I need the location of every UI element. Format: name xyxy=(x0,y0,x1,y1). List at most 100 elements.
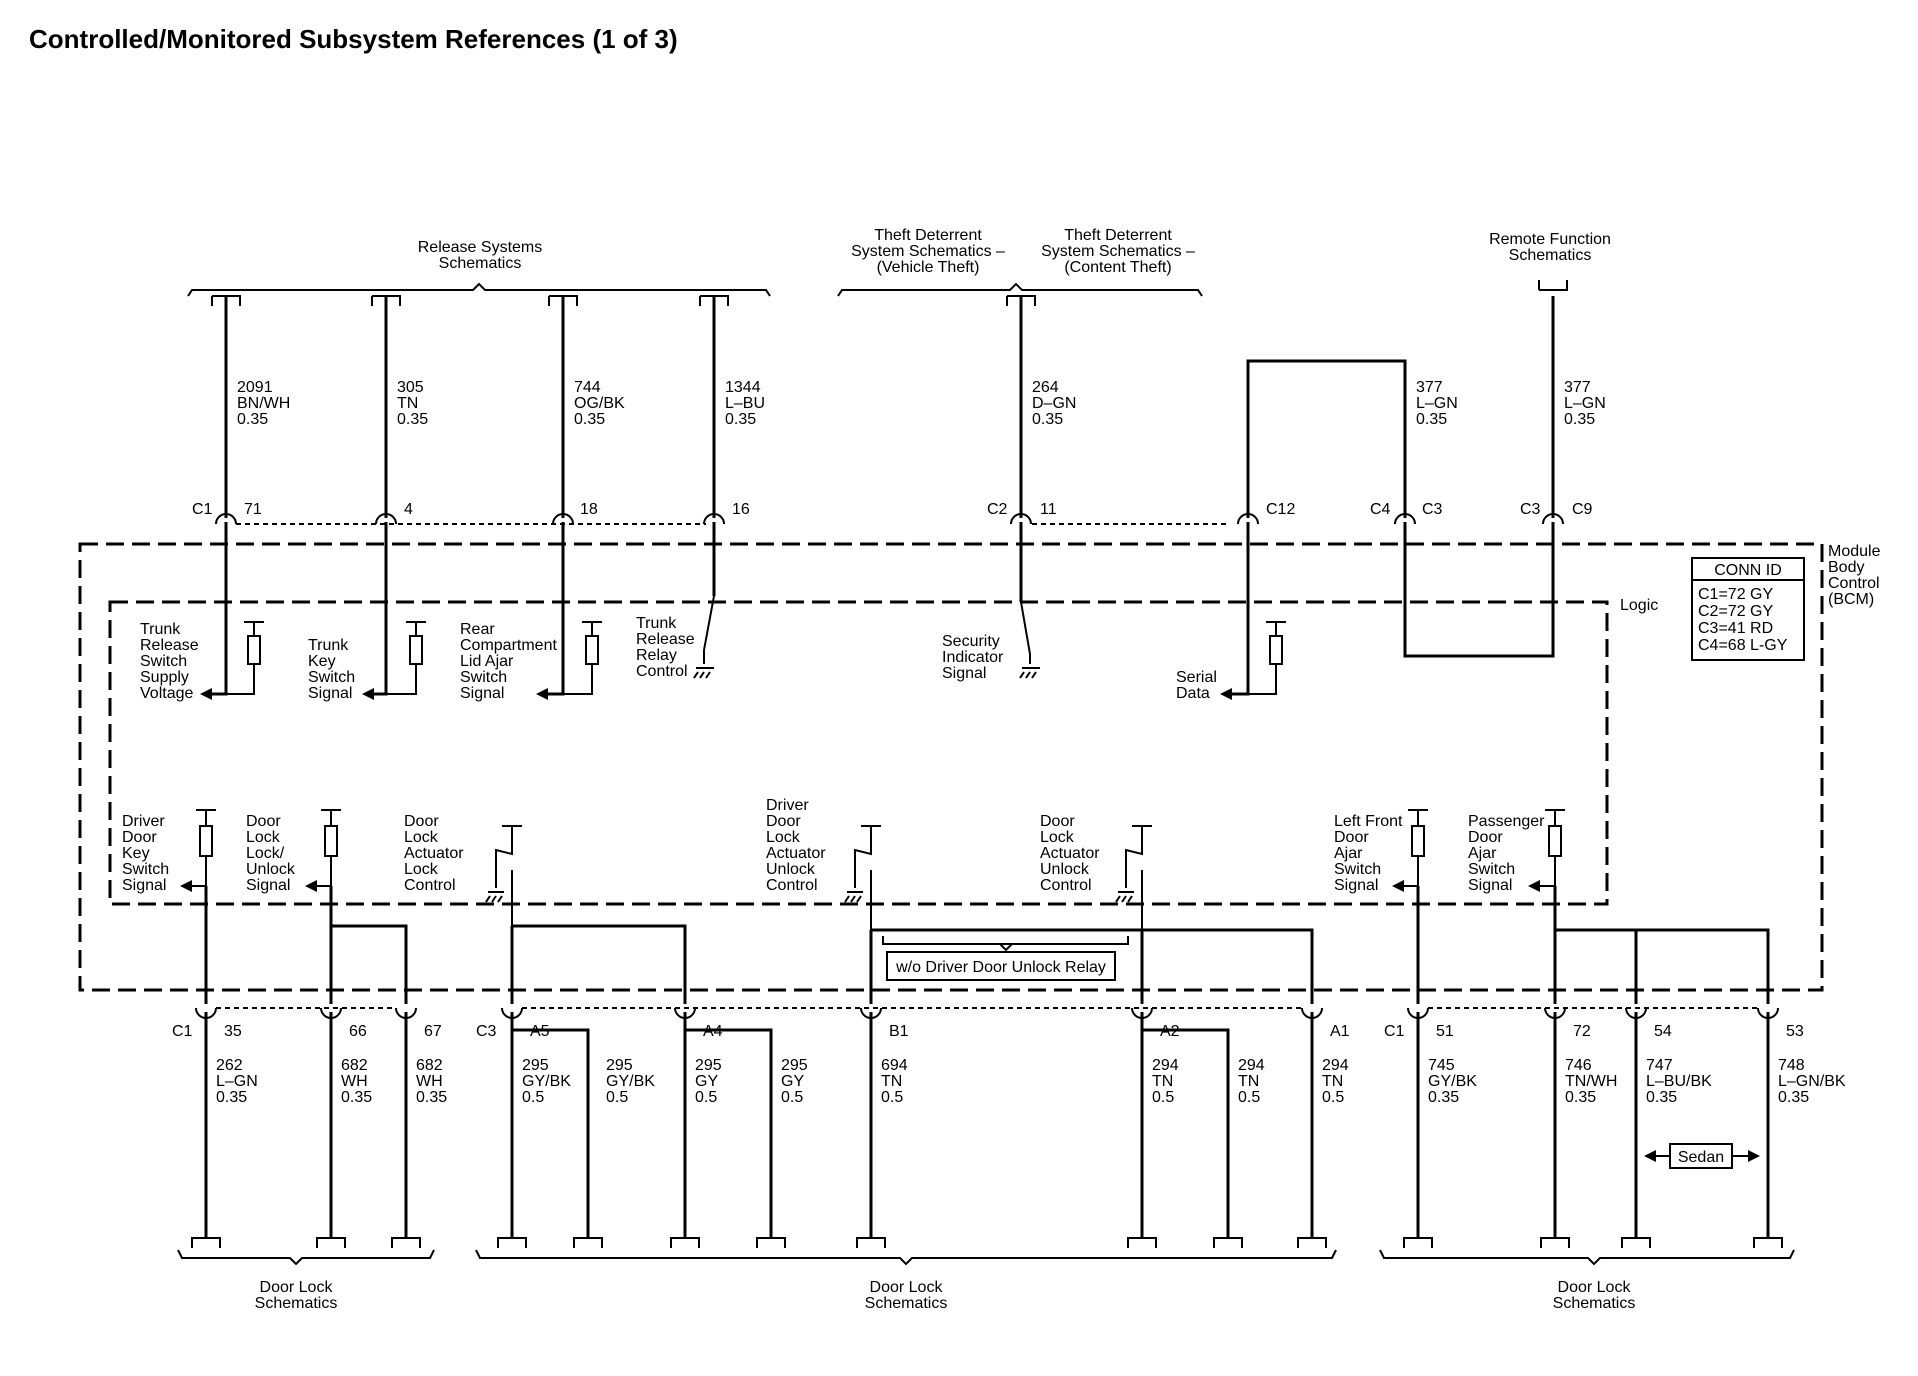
signal-label: Voltage xyxy=(140,685,193,702)
theft-vehicle-label-3: (Vehicle Theft) xyxy=(877,259,980,276)
wire-gauge: 0.35 xyxy=(1032,411,1063,428)
wire-gauge: 0.35 xyxy=(397,411,428,428)
signal-label: Data xyxy=(1176,685,1210,702)
wire-circuit: 682 xyxy=(416,1057,443,1074)
pigtail xyxy=(1538,280,1568,291)
wire-gauge: 0.35 xyxy=(416,1089,447,1106)
relay-switch-icon xyxy=(844,825,881,930)
remote-function-group: Remote Function Schematics xyxy=(1489,231,1611,264)
bcm-module-boundary xyxy=(78,542,1824,992)
pigtail xyxy=(699,295,729,306)
release-systems-group: Release Systems Schematics xyxy=(187,239,771,297)
signal-label: Passenger xyxy=(1468,813,1545,830)
bottom-pigtails xyxy=(191,1237,1783,1248)
signal-label: Unlock xyxy=(766,861,816,878)
pull-up-resistor-icon xyxy=(1248,621,1286,695)
wire-color: L–GN xyxy=(216,1073,258,1090)
wire-color: GY xyxy=(781,1073,804,1090)
wire-gauge: 0.35 xyxy=(237,411,268,428)
pull-up-resistor-icon xyxy=(315,809,341,887)
wire-color: GY/BK xyxy=(522,1073,571,1090)
wire-gauge: 0.35 xyxy=(1646,1089,1677,1106)
wire-color: L–GN xyxy=(1564,395,1606,412)
wire-color: L–BU xyxy=(725,395,765,412)
wire-circuit: 746 xyxy=(1565,1057,1592,1074)
arrow-icon xyxy=(180,880,192,892)
wire-circuit: 294 xyxy=(1152,1057,1179,1074)
signal-label: Left Front xyxy=(1334,813,1403,830)
pull-up-resistor-icon xyxy=(226,621,264,695)
wire-circuit: 262 xyxy=(216,1057,243,1074)
remote-label-2: Schematics xyxy=(1509,247,1592,264)
signal-label: Control xyxy=(636,663,688,680)
signal-label: Unlock xyxy=(246,861,296,878)
lower-signal-labels: Driver Door Key Switch Signal Door Lock … xyxy=(122,797,1545,894)
pin-number: 4 xyxy=(404,501,413,518)
wire-color: TN xyxy=(397,395,418,412)
conn-id-header: CONN ID xyxy=(1714,562,1782,579)
wire-color: L–BU/BK xyxy=(1646,1073,1712,1090)
signal-label: Signal xyxy=(1334,877,1378,894)
wire-744 xyxy=(546,296,574,696)
wire-gauge: 0.35 xyxy=(1416,411,1447,428)
release-label-1: Release Systems xyxy=(418,239,543,256)
logic-label: Logic xyxy=(1620,597,1658,614)
wire-circuit: 1344 xyxy=(725,379,761,396)
wire-color: WH xyxy=(341,1073,368,1090)
wire-gauge: 0.5 xyxy=(881,1089,903,1106)
option-box-label: w/o Driver Door Unlock Relay xyxy=(895,959,1106,976)
wire-694 xyxy=(860,930,882,1238)
pin-number: 54 xyxy=(1654,1023,1672,1040)
signal-label: Trunk xyxy=(308,637,349,654)
signal-label: Trunk xyxy=(140,621,181,638)
pin-number: C12 xyxy=(1266,501,1295,518)
page-title: Controlled/Monitored Subsystem Reference… xyxy=(29,24,678,54)
signal-label: Compartment xyxy=(460,637,557,654)
connector-id: C3 xyxy=(1520,501,1541,518)
wire-gauge: 0.35 xyxy=(1564,411,1595,428)
theft-deterrent-vehicle-group: Theft Deterrent System Schematics – (Veh… xyxy=(837,227,1203,297)
signal-label: Driver xyxy=(122,813,165,830)
signal-label: Switch xyxy=(140,653,187,670)
wire-circuit: 295 xyxy=(606,1057,633,1074)
pull-up-resistor-icon xyxy=(563,621,602,695)
signal-label: Door xyxy=(122,829,157,846)
signal-label: Lock xyxy=(246,829,281,846)
door-lock-right-label-2: Schematics xyxy=(1553,1295,1636,1312)
wire-gauge: 0.5 xyxy=(1238,1089,1260,1106)
signal-label: Unlock xyxy=(1040,861,1090,878)
wire-color: TN/WH xyxy=(1565,1073,1617,1090)
wire-color: GY/BK xyxy=(1428,1073,1477,1090)
pin-number: 11 xyxy=(1040,501,1057,518)
signal-label: Signal xyxy=(308,685,352,702)
pull-up-resistor-icon xyxy=(1402,809,1428,887)
theft-content-label-3: (Content Theft) xyxy=(1064,259,1171,276)
wire-color: D–GN xyxy=(1032,395,1076,412)
bottom-bracket-left xyxy=(177,1249,435,1266)
connector-id: C1 xyxy=(172,1023,193,1040)
pin-number: 18 xyxy=(580,501,598,518)
signal-label: Lock xyxy=(766,829,801,846)
module-label-3: Control xyxy=(1828,575,1880,592)
wire-circuit: 682 xyxy=(341,1057,368,1074)
ground-switch-icon xyxy=(693,595,715,679)
signal-label: Release xyxy=(140,637,199,654)
wire-262 xyxy=(195,886,217,1238)
sedan-marker: Sedan xyxy=(1644,1143,1760,1169)
wire-circuit: 295 xyxy=(522,1057,549,1074)
wire-gauge: 0.5 xyxy=(1152,1089,1174,1106)
pin-number: 16 xyxy=(732,501,750,518)
wire-color: TN xyxy=(1322,1073,1343,1090)
wire-circuit: 745 xyxy=(1428,1057,1455,1074)
wire-gauge: 0.5 xyxy=(1322,1089,1344,1106)
option-box xyxy=(886,951,1116,981)
pin-number: 51 xyxy=(1436,1023,1454,1040)
wire-gauge: 0.35 xyxy=(1778,1089,1809,1106)
upper-signal-labels: Trunk Release Switch Supply Voltage Trun… xyxy=(140,615,1217,702)
connector-id: C1 xyxy=(1384,1023,1405,1040)
wire-color: L–GN/BK xyxy=(1778,1073,1846,1090)
pigtail xyxy=(1006,295,1036,306)
pin-number: 71 xyxy=(244,501,262,518)
signal-label: Door xyxy=(1468,829,1503,846)
